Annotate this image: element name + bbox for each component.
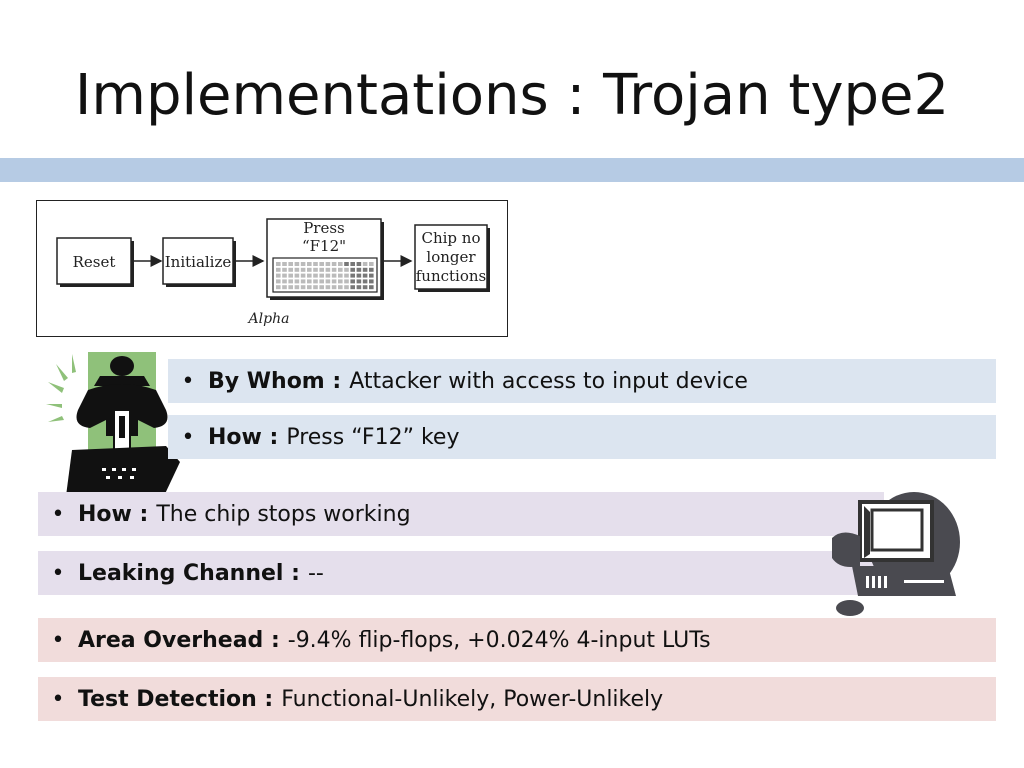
- bullet-glyph: •: [51, 686, 65, 712]
- attacker-icon: [42, 350, 182, 496]
- keyboard-icon: [272, 257, 378, 293]
- bullet-how-trigger: • How : Press “F12” key: [168, 415, 996, 459]
- bullet-text: --: [307, 560, 324, 586]
- reset-box: Reset: [56, 237, 134, 287]
- bullet-text: Attacker with access to input device: [349, 368, 748, 394]
- bullet-text: -9.4% flip-flops, +0.024% 4-input LUTs: [287, 627, 711, 653]
- bullet-leaking-channel: • Leaking Channel : --: [38, 551, 884, 595]
- f12-label: “F12": [302, 237, 346, 255]
- chip-fails-box: Chip no longer functions: [414, 224, 490, 292]
- diagram-caption: Alpha: [247, 311, 290, 327]
- bullet-glyph: •: [51, 627, 65, 653]
- bullet-how-effect: • How : The chip stops working: [38, 492, 884, 536]
- computer-icon: [832, 488, 962, 618]
- slide-title: Implementations : Trojan type2: [74, 63, 950, 128]
- flow-diagram: Reset Initialize Press “F12": [36, 200, 508, 337]
- press-label: Press: [303, 219, 345, 237]
- chip-line-2: longer: [426, 248, 476, 266]
- press-f12-box: Press “F12": [266, 218, 384, 300]
- bullet-test-detection: • Test Detection : Functional-Unlikely, …: [38, 677, 996, 721]
- bullet-area-overhead: • Area Overhead : -9.4% flip-flops, +0.0…: [38, 618, 996, 662]
- title-rule: [0, 158, 1024, 182]
- bullet-glyph: •: [181, 368, 195, 394]
- bullet-glyph: •: [51, 560, 65, 586]
- initialize-label: Initialize: [165, 253, 232, 271]
- chip-line-1: Chip no: [422, 229, 481, 247]
- initialize-box: Initialize: [162, 237, 236, 287]
- bullet-label: By Whom :: [208, 368, 342, 394]
- bullet-glyph: •: [51, 501, 65, 527]
- bullet-text: Functional-Unlikely, Power-Unlikely: [281, 686, 664, 712]
- bullet-glyph: •: [181, 424, 195, 450]
- bullet-label: How :: [208, 424, 279, 450]
- bullet-label: Area Overhead :: [78, 627, 280, 653]
- bullet-by-whom: • By Whom : Attacker with access to inpu…: [168, 359, 996, 403]
- bullet-label: Leaking Channel :: [78, 560, 300, 586]
- chip-line-3: functions: [416, 267, 487, 285]
- bullet-text: Press “F12” key: [286, 424, 460, 450]
- bullet-text: The chip stops working: [156, 501, 411, 527]
- reset-label: Reset: [73, 253, 116, 271]
- bullet-label: How :: [78, 501, 149, 527]
- bullet-label: Test Detection :: [78, 686, 274, 712]
